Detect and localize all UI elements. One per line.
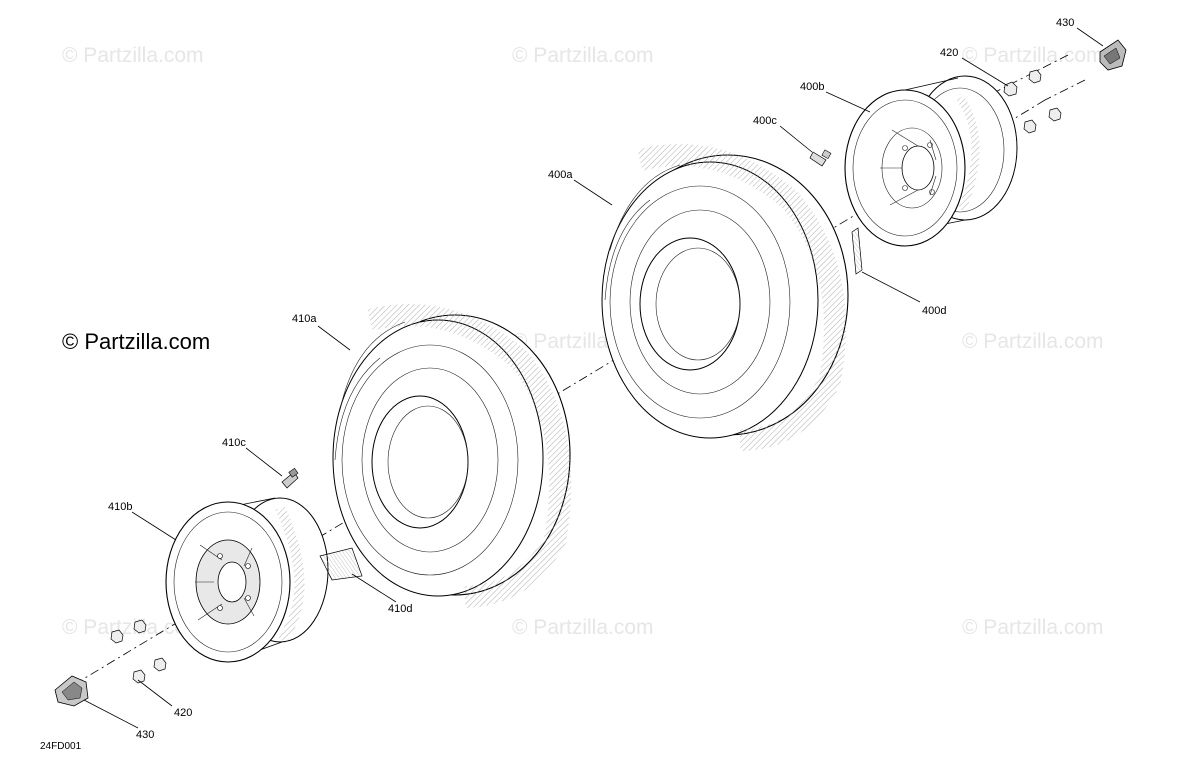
callout-430: 430 xyxy=(136,729,154,741)
callout-410b: 410b xyxy=(108,501,132,513)
callout-410d: 410d xyxy=(388,603,412,615)
valve-stem-410c[interactable] xyxy=(281,467,299,489)
callout-400d: 400d xyxy=(922,305,946,317)
callout-420: 420 xyxy=(174,707,192,719)
watermark: © Partzilla.com xyxy=(62,44,204,67)
callout-400b: 400b xyxy=(800,81,824,93)
callout-430: 430 xyxy=(1056,17,1074,29)
callout-labels: 430 420 400b 400c 400a 400d 410a 410c 41… xyxy=(108,17,1074,741)
wheel-nuts-420-bottom[interactable] xyxy=(110,619,167,684)
callout-420: 420 xyxy=(940,47,958,59)
watermark: © Partzilla.com xyxy=(512,44,654,67)
partzilla-watermark-main: © Partzilla.com xyxy=(62,329,210,354)
watermark-group: © Partzilla.com © Partzilla.com © Partzi… xyxy=(62,44,1104,639)
callout-410a: 410a xyxy=(292,313,317,325)
rear-rim-400b[interactable] xyxy=(844,75,1018,247)
watermark: © Partzilla.com xyxy=(62,616,204,639)
balance-weight-400d[interactable] xyxy=(851,227,863,275)
watermark: © Partzilla.com xyxy=(962,330,1104,353)
callout-400c: 400c xyxy=(753,115,777,127)
callout-410c: 410c xyxy=(222,437,246,449)
hub-cap-430-bottom[interactable] xyxy=(54,675,89,707)
hub-cap-430-top[interactable] xyxy=(1099,39,1127,71)
front-rim-410b[interactable] xyxy=(165,497,329,663)
watermark: © Partzilla.com xyxy=(962,44,1104,67)
leader-lines xyxy=(83,27,1104,729)
valve-stem-400c[interactable] xyxy=(809,149,832,167)
diagram-code: 24FD001 xyxy=(40,741,82,752)
balance-weight-410d[interactable] xyxy=(319,547,363,581)
callout-400a: 400a xyxy=(548,169,573,181)
front-tire-410a[interactable] xyxy=(332,304,572,608)
rear-tire-400a[interactable] xyxy=(601,144,849,451)
watermark: © Partzilla.com xyxy=(512,616,654,639)
watermark: © Partzilla.com xyxy=(962,616,1104,639)
